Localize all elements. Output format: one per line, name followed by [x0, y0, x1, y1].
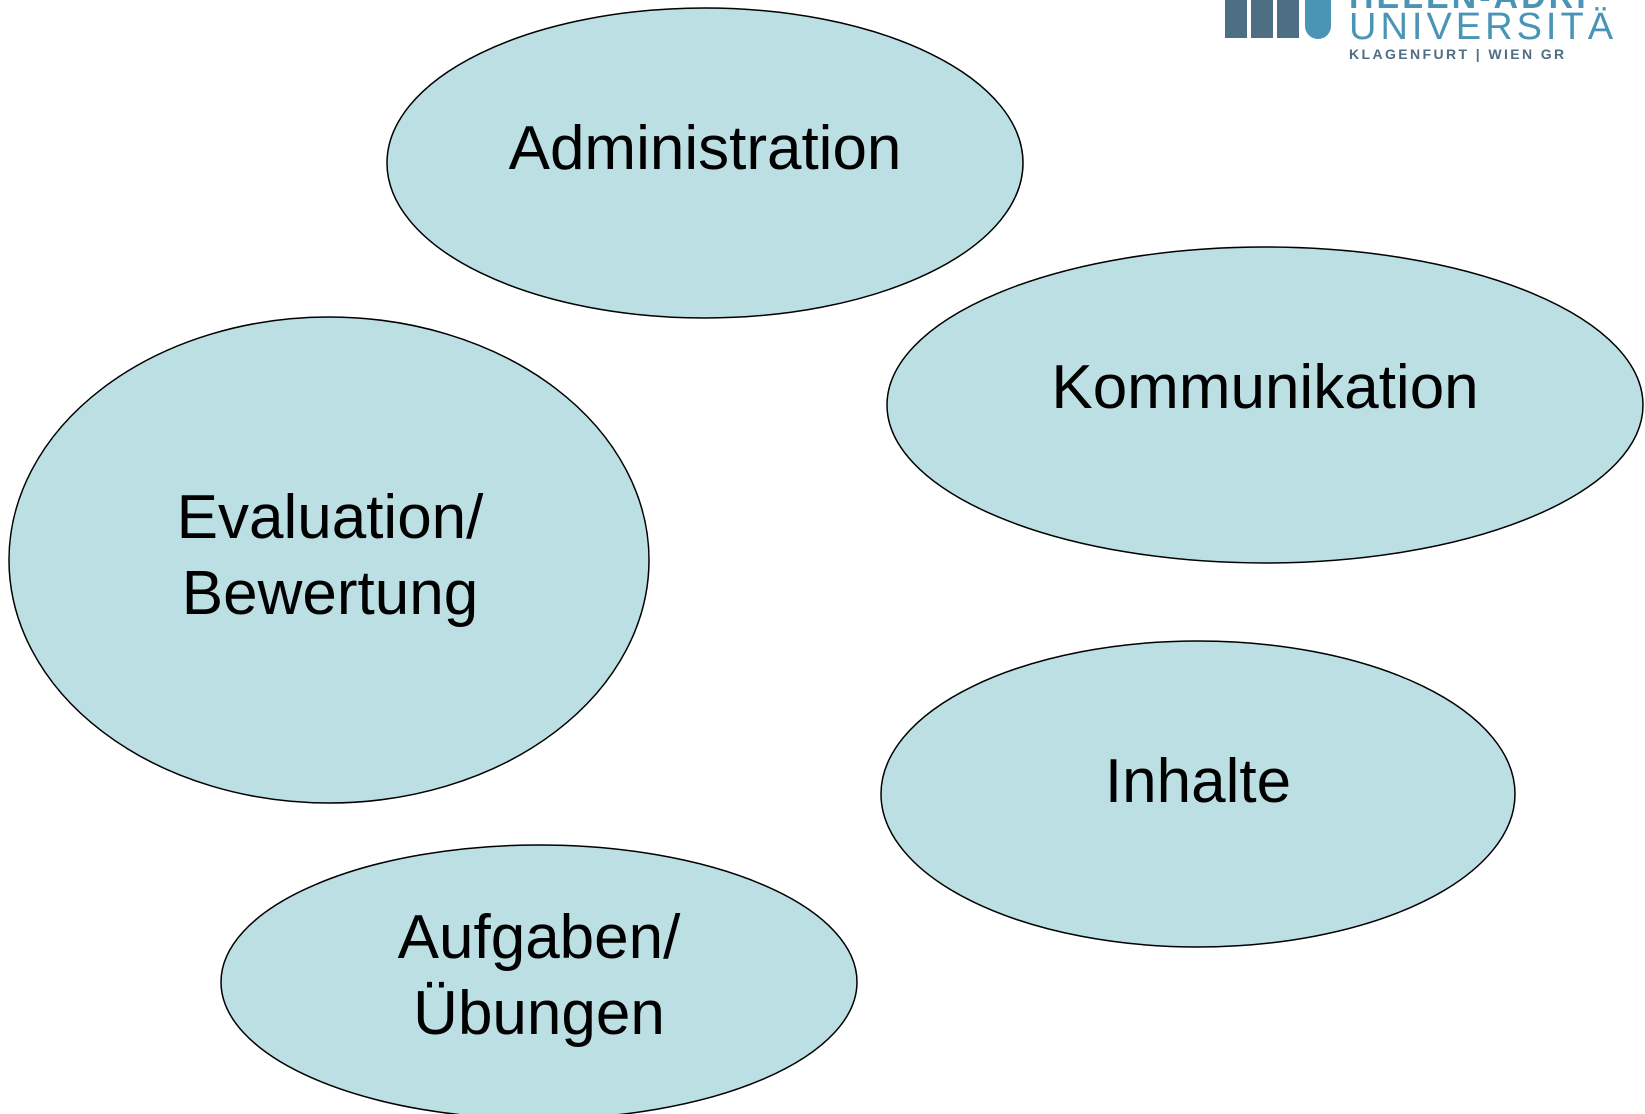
logo-bars-icon	[1225, 0, 1331, 39]
label-line: Aufgaben/	[397, 903, 681, 972]
label-line: Inhalte	[1104, 747, 1292, 816]
bubble-kommunikation	[886, 246, 1644, 564]
label-inhalte: Inhalte	[1105, 744, 1291, 820]
label-aufgaben: Aufgaben/ Übungen	[398, 900, 681, 1052]
label-line: Bewertung	[181, 559, 479, 628]
label-line: Kommunikation	[1051, 353, 1479, 422]
label-evaluation: Evaluation/ Bewertung	[177, 480, 484, 632]
label-administration: Administration	[509, 111, 902, 187]
bubble-aufgaben	[220, 844, 858, 1114]
label-kommunikation: Kommunikation	[1051, 350, 1478, 426]
label-line: Übungen	[413, 979, 665, 1048]
logo-line-2: UNIVERSITÄ	[1349, 6, 1618, 48]
bubble-administration	[386, 7, 1024, 319]
logo-line-1: HELEN-ADRI	[1349, 0, 1589, 17]
bubble-inhalte	[880, 640, 1516, 948]
label-line: Administration	[508, 114, 902, 183]
logo-line-3: KLAGENFURT | WIEN GR	[1349, 46, 1567, 62]
university-logo: HELEN-ADRI UNIVERSITÄ KLAGENFURT | WIEN …	[1225, 0, 1645, 70]
label-line: Evaluation/	[176, 483, 484, 552]
bubble-evaluation	[8, 316, 650, 804]
